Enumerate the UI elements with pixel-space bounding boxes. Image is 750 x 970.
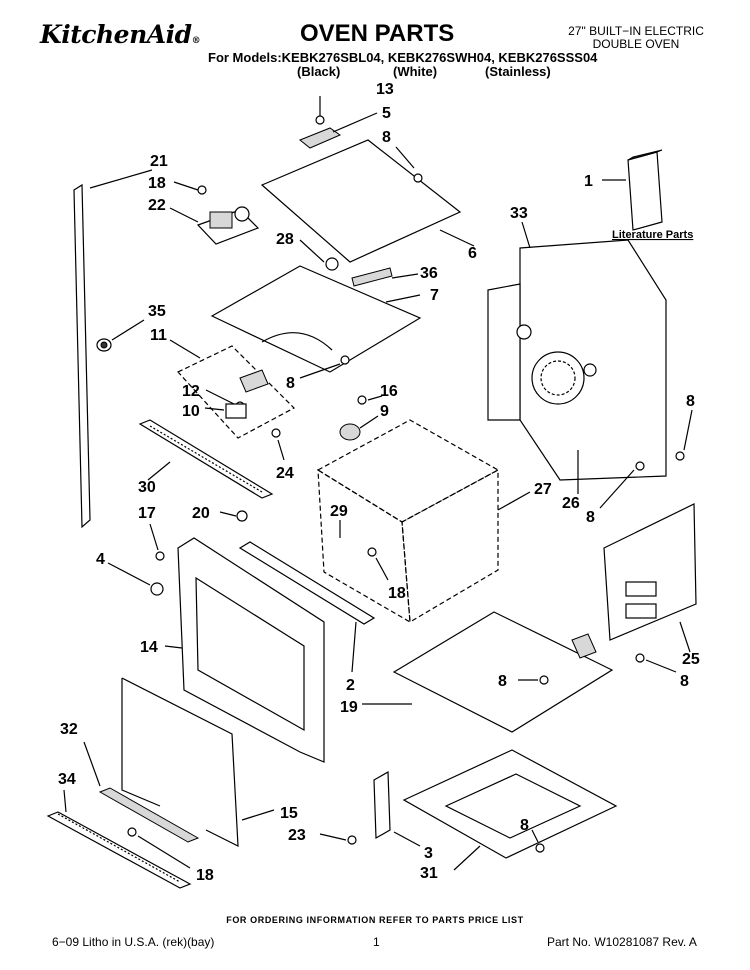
- oven-type-line-1: 27" BUILT−IN ELECTRIC: [568, 24, 704, 38]
- part-door-gasket: [121, 677, 275, 847]
- callout-35: 35: [148, 303, 166, 320]
- brand-logo: KitchenAid®: [40, 20, 201, 49]
- callout-14: 14: [140, 639, 158, 656]
- callout-9: 9: [380, 403, 389, 420]
- callout-15: 15: [280, 805, 298, 822]
- oven-type-line-2: DOUBLE OVEN: [592, 37, 680, 51]
- callout-31: 31: [420, 865, 438, 882]
- callout-1: 1: [584, 173, 593, 190]
- callout-17: 17: [138, 505, 156, 522]
- callout-21: 21: [150, 153, 168, 170]
- callout-16: 16: [380, 383, 398, 400]
- callout-19: 19: [340, 699, 358, 716]
- callout-22: 22: [148, 197, 166, 214]
- part-channel-strip: [238, 541, 376, 673]
- callout-8: 8: [680, 673, 689, 690]
- finish-white: (White): [393, 64, 438, 79]
- callout-20: 20: [192, 505, 210, 522]
- callout-6: 6: [468, 245, 477, 262]
- callout-18: 18: [196, 867, 214, 884]
- ordering-note: FOR ORDERING INFORMATION REFER TO PARTS …: [226, 915, 524, 925]
- callout-4: 4: [96, 551, 105, 568]
- callout-7: 7: [430, 287, 439, 304]
- callout-28: 28: [276, 231, 294, 248]
- part-front-frame: [164, 537, 325, 763]
- callout-2: 2: [346, 677, 355, 694]
- literature-parts-label: Literature Parts: [612, 229, 693, 241]
- part-literature: [602, 149, 663, 231]
- callout-3: 3: [424, 845, 433, 862]
- part-lower-vent: [46, 741, 200, 889]
- callout-36: 36: [420, 265, 438, 282]
- callout-8: 8: [498, 673, 507, 690]
- callout-8: 8: [286, 375, 295, 392]
- callout-30: 30: [138, 479, 156, 496]
- callout-8: 8: [520, 817, 529, 834]
- callout-8: 8: [686, 393, 695, 410]
- callout-26: 26: [562, 495, 580, 512]
- brand-name: KitchenAid: [40, 20, 192, 49]
- part-side-trim: [73, 169, 153, 529]
- callout-25: 25: [682, 651, 700, 668]
- callout-12: 12: [182, 383, 200, 400]
- page-number: 1: [373, 935, 380, 949]
- part-screws-left: [107, 510, 248, 596]
- page-title: OVEN PARTS: [300, 20, 455, 47]
- part-broil-tray: [319, 749, 618, 871]
- part-rear-panel: [487, 221, 693, 509]
- callout-34: 34: [58, 771, 76, 788]
- oven-type: 27" BUILT−IN ELECTRIC DOUBLE OVEN: [556, 25, 716, 51]
- part-side-panel: [603, 503, 697, 673]
- part-grommet: [96, 319, 145, 352]
- part-heat-shield: [210, 239, 422, 379]
- callout-8: 8: [382, 129, 391, 146]
- part-oven-cavity: [316, 395, 531, 624]
- part-switch-block: [169, 181, 260, 245]
- callout-33: 33: [510, 205, 528, 222]
- callout-11: 11: [150, 327, 167, 344]
- callout-32: 32: [60, 721, 78, 738]
- callout-18: 18: [388, 585, 406, 602]
- part-vent-strip: [138, 419, 274, 499]
- models-line: For Models:KEBK276SBL04, KEBK276SWH04, K…: [208, 50, 598, 65]
- finish-black: (Black): [297, 64, 341, 79]
- callout-23: 23: [288, 827, 306, 844]
- callout-27: 27: [534, 481, 552, 498]
- callout-5: 5: [382, 105, 391, 122]
- part-top-panel: [260, 96, 475, 263]
- part-bottom-panel: [362, 611, 614, 733]
- part-light-assembly: [169, 339, 295, 461]
- callout-13: 13: [376, 81, 394, 98]
- callout-29: 29: [330, 503, 348, 520]
- callout-8: 8: [586, 509, 595, 526]
- callout-18: 18: [148, 175, 166, 192]
- finish-stainless: (Stainless): [485, 64, 551, 79]
- callout-10: 10: [182, 403, 200, 420]
- callout-24: 24: [276, 465, 294, 482]
- part-number: Part No. W10281087 Rev. A: [547, 935, 697, 949]
- litho-note: 6−09 Litho in U.S.A. (rek)(bay): [52, 935, 215, 949]
- registered-mark: ®: [191, 36, 201, 46]
